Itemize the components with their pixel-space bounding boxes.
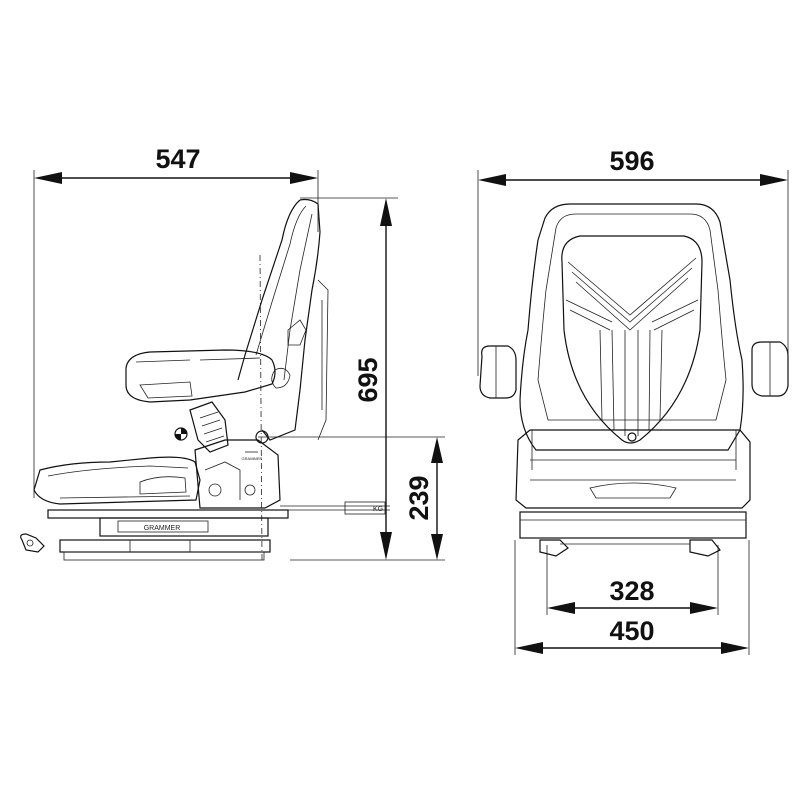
arrow-right bbox=[760, 174, 788, 186]
dim-547-label: 547 bbox=[155, 144, 200, 174]
arrow-top bbox=[431, 437, 443, 463]
dim-695-label: 695 bbox=[353, 357, 383, 402]
front-armrest-right bbox=[751, 341, 789, 397]
arrow-right bbox=[721, 642, 749, 654]
front-view: 596 328 450 bbox=[477, 146, 789, 655]
dim-596-label: 596 bbox=[609, 146, 654, 176]
dim-239: 239 bbox=[258, 436, 445, 560]
front-seat-cushion bbox=[515, 429, 751, 509]
dim-328: 328 bbox=[546, 545, 719, 615]
side-suspension: GRAMMER bbox=[194, 439, 281, 509]
side-base-rod: KG bbox=[280, 501, 390, 515]
arrow-left bbox=[547, 602, 575, 614]
dim-695: 695 bbox=[290, 197, 445, 561]
side-lever bbox=[174, 401, 269, 453]
arrow-right bbox=[290, 172, 318, 184]
base-lever-text: KG bbox=[373, 506, 383, 513]
side-armrest bbox=[125, 349, 276, 403]
arrow-left bbox=[478, 174, 506, 186]
dim-596: 596 bbox=[477, 146, 789, 376]
arrow-left bbox=[515, 642, 543, 654]
dim-450: 450 bbox=[514, 540, 750, 655]
front-backrest bbox=[519, 203, 744, 451]
dim-547: 547 bbox=[33, 144, 319, 498]
side-logo: GRAMMER bbox=[242, 456, 263, 461]
side-seat-cushion bbox=[33, 456, 201, 505]
arrow-bottom bbox=[380, 532, 392, 560]
arrow-left bbox=[34, 172, 62, 184]
arrow-bottom bbox=[431, 534, 443, 560]
dim-239-label: 239 bbox=[404, 475, 434, 520]
side-view: 547 695 239 bbox=[20, 144, 445, 561]
dim-328-label: 328 bbox=[609, 576, 654, 606]
arrow-right bbox=[690, 602, 718, 614]
front-base bbox=[519, 511, 747, 557]
side-base-plate: GRAMMER bbox=[20, 509, 289, 561]
front-armrest-left bbox=[479, 345, 517, 399]
arrow-top bbox=[380, 198, 392, 226]
side-seat-back bbox=[237, 198, 329, 561]
dim-450-label: 450 bbox=[609, 616, 654, 646]
base-plate-text: GRAMMER bbox=[144, 525, 181, 532]
